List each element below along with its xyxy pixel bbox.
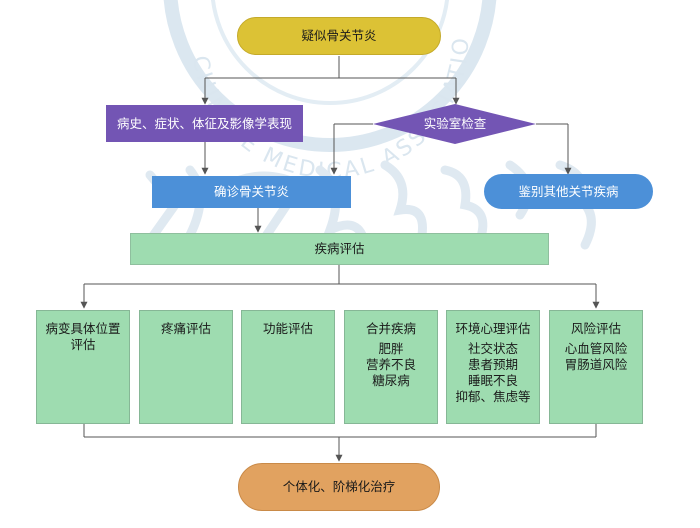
- risk-assessment-box: 风险评估 心血管风险 胃肠道风险: [549, 310, 643, 424]
- history-symptoms-node: 病史、症状、体征及影像学表现: [106, 105, 303, 142]
- risk-assessment-item: 心血管风险: [564, 341, 628, 356]
- individualized-treatment-label: 个体化、阶梯化治疗: [282, 479, 396, 494]
- comorbidity-title: 合并疾病: [365, 321, 416, 336]
- function-assessment-title: 功能评估: [262, 321, 313, 336]
- history-symptoms-label: 病史、症状、体征及影像学表现: [116, 115, 292, 131]
- lesion-location-box: 病变具体位置 评估: [36, 310, 130, 424]
- environment-psychology-item: 睡眠不良: [467, 373, 518, 388]
- environment-psychology-item: 社交状态: [467, 341, 518, 356]
- lesion-location-title: 病变具体位置 评估: [45, 321, 121, 352]
- risk-assessment-title: 风险评估: [570, 321, 621, 336]
- lab-test-diamond: [373, 104, 536, 144]
- lab-test-node: 实验室检查: [400, 114, 510, 134]
- risk-assessment-item: 胃肠道风险: [564, 357, 628, 372]
- disease-assessment-label: 疾病评估: [314, 241, 365, 256]
- comorbidity-item: 肥胖: [378, 341, 404, 356]
- individualized-treatment-node: 个体化、阶梯化治疗: [238, 463, 440, 511]
- environment-psychology-item: 患者预期: [467, 357, 518, 372]
- function-assessment-box: 功能评估: [241, 310, 335, 424]
- lab-test-label: 实验室检查: [423, 116, 487, 131]
- suspected-oa-node: 疑似骨关节炎: [237, 17, 441, 55]
- differential-diagnosis-node: 鉴别其他关节疾病: [484, 174, 653, 209]
- confirmed-oa-node: 确诊骨关节炎: [152, 176, 351, 208]
- environment-psychology-box: 环境心理评估 社交状态 患者预期 睡眠不良 抑郁、焦虑等: [446, 310, 540, 424]
- disease-assessment-node: 疾病评估: [130, 233, 549, 265]
- environment-psychology-title: 环境心理评估: [455, 321, 531, 336]
- comorbidity-item: 营养不良: [365, 357, 416, 372]
- suspected-oa-label: 疑似骨关节炎: [301, 28, 377, 43]
- comorbidity-item: 糖尿病: [372, 373, 410, 388]
- pain-assessment-title: 疼痛评估: [160, 321, 211, 336]
- environment-psychology-item: 抑郁、焦虑等: [455, 389, 531, 404]
- pain-assessment-box: 疼痛评估: [139, 310, 233, 424]
- comorbidity-box: 合并疾病 肥胖 营养不良 糖尿病: [344, 310, 438, 424]
- differential-diagnosis-label: 鉴别其他关节疾病: [518, 183, 619, 199]
- confirmed-oa-label: 确诊骨关节炎: [213, 184, 289, 199]
